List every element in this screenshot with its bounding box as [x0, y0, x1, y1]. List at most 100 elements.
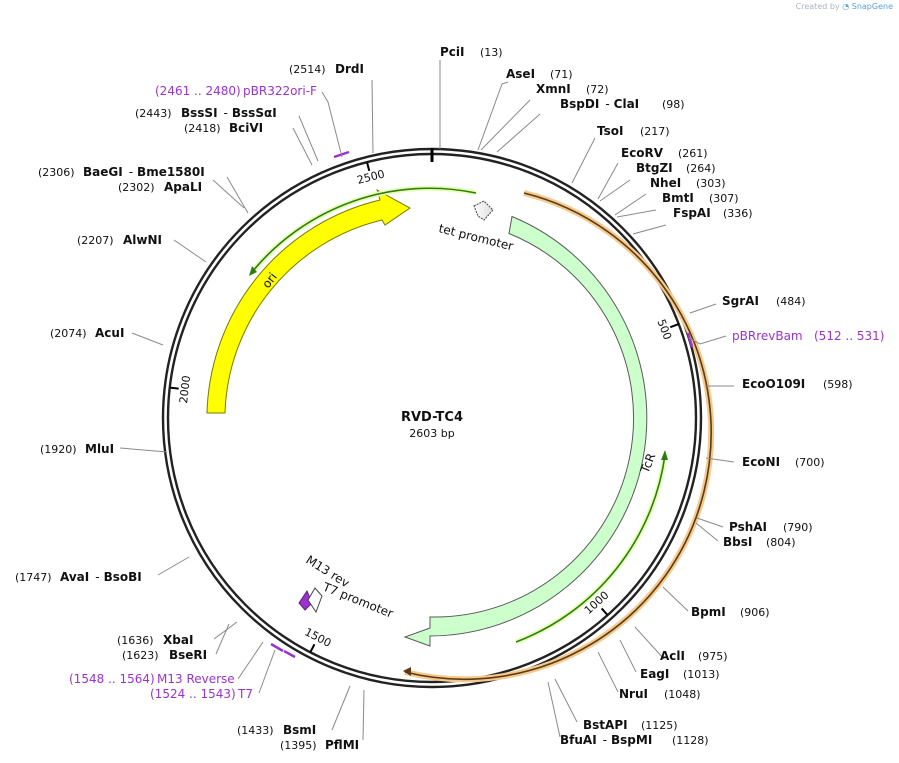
enzyme-asei-pos: (71): [550, 68, 573, 81]
scale-tick-label-1500: 1500: [302, 625, 333, 649]
m13-promoter-icon[interactable]: [298, 587, 323, 614]
orange-feature-arrowhead: [403, 667, 411, 676]
scale-tick-label-2500: 2500: [356, 167, 386, 186]
enzyme-bfuai-bspmi[interactable]: BfuAI-BspMI: [560, 733, 652, 747]
primer-pbr322ori-f[interactable]: pBR322ori-F: [243, 84, 317, 98]
enzyme-bmti[interactable]: BmtI: [662, 191, 694, 205]
enzyme-baegi-bme1580i-pos: (2306): [38, 166, 75, 179]
tet-promoter-icon[interactable]: [473, 200, 494, 221]
scale-tick-1500: [309, 643, 316, 653]
enzyme-nrui-pos: (1048): [664, 688, 701, 701]
leader-lines: [119, 60, 735, 741]
enzyme-nrui[interactable]: NruI: [619, 687, 648, 701]
enzyme-econi[interactable]: EcoNI: [742, 455, 780, 469]
primer-m13-reverse[interactable]: M13 Reverse: [157, 672, 235, 686]
tcr-primer-arc: [515, 454, 666, 643]
enzyme-mlui-pos: (1920): [40, 443, 77, 456]
enzyme-pcii-pos: (13): [480, 46, 503, 59]
enzyme-apali[interactable]: ApaLI: [164, 180, 202, 194]
enzyme-xmni-pos: (72): [586, 83, 609, 96]
enzyme-avai-bsobi[interactable]: AvaI-BsoBI: [60, 570, 142, 584]
enzyme-tsoi[interactable]: TsoI: [597, 124, 623, 138]
enzyme-pshai[interactable]: PshAI: [729, 520, 767, 534]
primer-pbrrevbam[interactable]: pBRrevBam: [732, 329, 803, 343]
enzyme-bstapi[interactable]: BstAPI: [583, 718, 628, 732]
plasmid-name: RVD-TC4: [401, 410, 463, 425]
enzyme-avai-bsobi-pos: (1747): [15, 571, 52, 584]
enzyme-xbai-pos: (1636): [117, 634, 154, 647]
primer-t7-coords: (1524 .. 1543): [150, 687, 236, 701]
enzyme-pcii[interactable]: PciI: [440, 45, 465, 59]
enzyme-acui[interactable]: AcuI: [95, 326, 124, 340]
enzyme-bpmi[interactable]: BpmI: [691, 605, 726, 619]
enzyme-ecorv-pos: (261): [678, 147, 708, 160]
enzyme-pshai-pos: (790): [783, 521, 813, 534]
enzyme-bcivi[interactable]: BciVI: [229, 121, 263, 135]
tcr-feature-arrow[interactable]: [403, 215, 648, 647]
scale-tick-2500: [366, 161, 371, 172]
scale-tick-label-500: 500: [654, 317, 674, 341]
primer-t7-marker: [270, 642, 284, 653]
enzyme-nhei[interactable]: NheI: [650, 176, 681, 190]
enzyme-labels: PciI (13) AseI (71) XmnI (72) BspDI-ClaI…: [15, 45, 884, 752]
enzyme-ecoo109i[interactable]: EcoO109I: [742, 377, 805, 391]
enzyme-btgzi[interactable]: BtgZI: [636, 161, 673, 175]
enzyme-beseri-pos: (1623): [122, 649, 159, 662]
enzyme-tsoi-pos: (217): [640, 125, 670, 138]
t7-promoter-label: T7 promoter: [320, 579, 395, 620]
enzyme-alwni-pos: (2207): [77, 234, 114, 247]
enzyme-acli-pos: (975): [698, 650, 728, 663]
ori-primer-arc: [251, 187, 477, 273]
enzyme-ecorv[interactable]: EcoRV: [621, 146, 664, 160]
credit-prefix: Created by: [795, 2, 840, 11]
enzyme-sgrai[interactable]: SgrAI: [722, 294, 759, 308]
enzyme-bbsi[interactable]: BbsI: [723, 535, 752, 549]
enzyme-eagi-pos: (1013): [683, 668, 720, 681]
enzyme-drdi[interactable]: DrdI: [335, 62, 364, 76]
enzyme-eagi[interactable]: EagI: [640, 667, 669, 681]
enzyme-mlui[interactable]: MluI: [85, 442, 114, 456]
snapgene-credit: Created by ◔ SnapGene: [796, 2, 893, 11]
primer-pbrrevbam-coords: (512 .. 531): [814, 329, 884, 343]
enzyme-acli[interactable]: AclI: [660, 649, 685, 663]
enzyme-beseri[interactable]: BseRI: [169, 648, 207, 662]
snapgene-logo-icon: ◔: [842, 2, 850, 11]
ori-primer-arrowhead: [249, 266, 257, 276]
primer-m13-reverse-marker: [283, 649, 296, 659]
enzyme-apali-pos: (2302): [118, 181, 155, 194]
enzyme-bsssi-bsssai[interactable]: BssSI-BssSαI: [181, 106, 277, 120]
enzyme-bsssi-bsssai-pos: (2443): [135, 107, 172, 120]
primer-t7[interactable]: T7: [237, 687, 253, 701]
enzyme-baegi-bme1580i[interactable]: BaeGI-Bme1580I: [83, 165, 205, 179]
primer-m13-reverse-coords: (1548 .. 1564): [69, 672, 155, 686]
ori-feature-arrow[interactable]: [206, 188, 411, 414]
enzyme-sgrai-pos: (484): [776, 295, 806, 308]
orange-feature-arc: [404, 192, 713, 681]
enzyme-fspai-pos: (336): [723, 207, 753, 220]
enzyme-asei[interactable]: AseI: [506, 67, 535, 81]
tet-promoter-label: tet promoter: [437, 221, 514, 253]
enzyme-alwni[interactable]: AlwNI: [123, 233, 162, 247]
enzyme-bspdi-clai-pos: (98): [662, 98, 685, 111]
enzyme-bspdi-clai[interactable]: BspDI-ClaI: [560, 97, 639, 111]
enzyme-xmni[interactable]: XmnI: [536, 82, 571, 96]
credit-brand: SnapGene: [851, 2, 893, 11]
enzyme-pflmi-pos: (1395): [280, 739, 317, 752]
enzyme-bfuai-bspmi-pos: (1128): [672, 734, 709, 747]
enzyme-bmti-pos: (307): [709, 192, 739, 205]
scale-tick-label-2000: 2000: [177, 375, 193, 404]
enzyme-fspai[interactable]: FspAI: [673, 206, 711, 220]
plasmid-length: 2603 bp: [409, 427, 454, 440]
enzyme-nhei-pos: (303): [696, 177, 726, 190]
enzyme-bsmi[interactable]: BsmI: [283, 723, 316, 737]
primer-pbr322ori-f-coords: (2461 .. 2480): [155, 84, 241, 98]
enzyme-bsmi-pos: (1433): [237, 724, 274, 737]
enzyme-bbsi-pos: (804): [766, 536, 796, 549]
enzyme-acui-pos: (2074): [50, 327, 87, 340]
scale-tick-2000: [169, 386, 179, 390]
enzyme-pflmi[interactable]: PflMI: [325, 738, 359, 752]
enzyme-xbai[interactable]: XbaI: [163, 633, 193, 647]
scale-tick-1000: [600, 607, 609, 616]
